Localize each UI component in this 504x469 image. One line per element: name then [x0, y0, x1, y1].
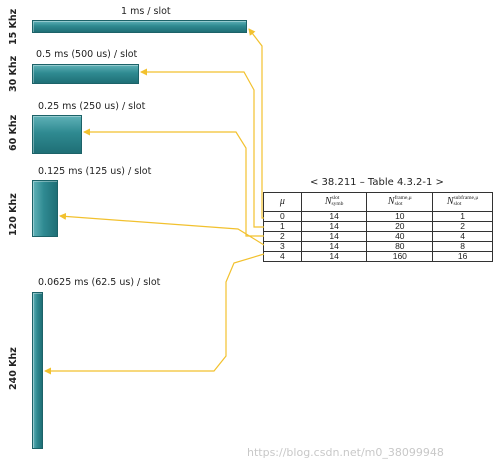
arrow-mu-3 [59, 212, 265, 246]
arrow-mu-2 [83, 128, 264, 237]
slot-bar-30khz [32, 64, 139, 84]
table-cell: 16 [432, 251, 493, 262]
slot-bar-240khz [32, 292, 43, 449]
slot-bar-120khz [32, 180, 58, 237]
watermark: https://blog.csdn.net/m0_38099948 [247, 446, 444, 459]
slot-label-30khz: 0.5 ms (500 us) / slot [36, 49, 138, 60]
slot-bar-15khz [32, 20, 247, 33]
slot-label-60khz: 0.25 ms (250 us) / slot [38, 101, 146, 112]
slot-label-240khz: 0.0625 ms (62.5 us) / slot [38, 277, 161, 288]
slot-label-120khz: 0.125 ms (125 us) / slot [38, 166, 152, 177]
table-row: 1 14 20 2 [263, 221, 493, 232]
table-title: < 38.211 – Table 4.3.2-1 > [310, 177, 444, 188]
arrow-mu-1 [140, 68, 264, 228]
arrow-mu-0 [248, 28, 264, 219]
slot-bar-60khz [32, 115, 82, 154]
arrow-mu-4 [44, 253, 265, 375]
slot-label-15khz: 1 ms / slot [121, 6, 171, 17]
table-row: 4 14 160 16 [263, 251, 493, 262]
